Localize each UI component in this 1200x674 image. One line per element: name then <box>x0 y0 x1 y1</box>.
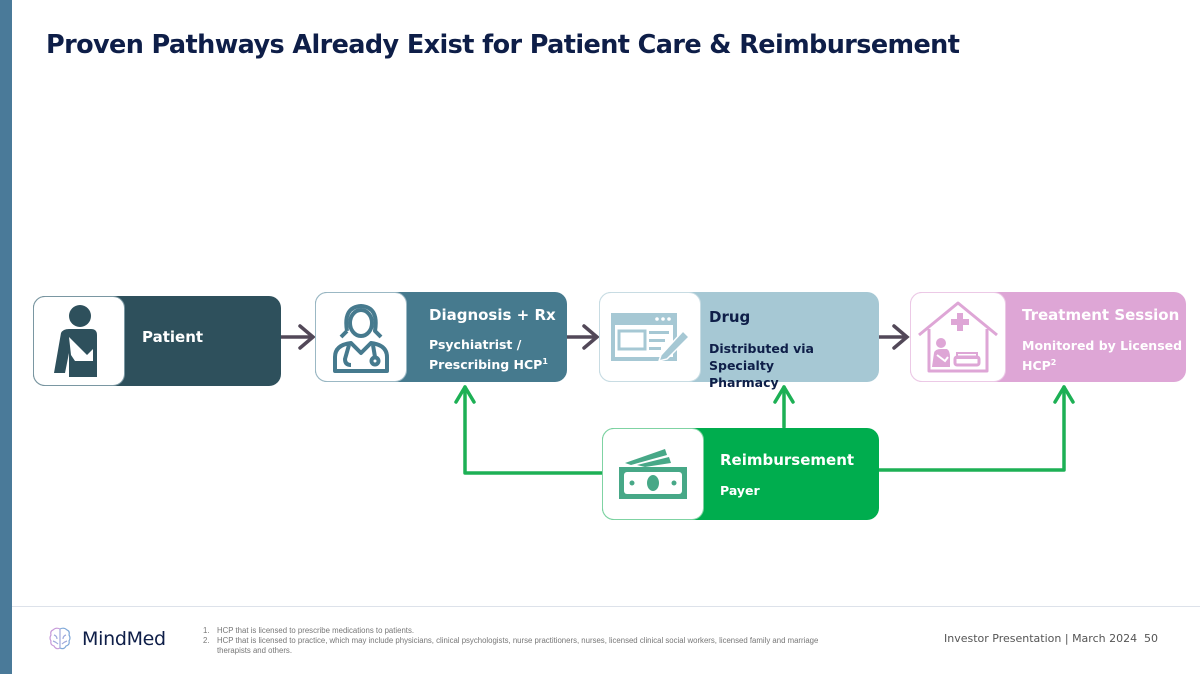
arrow-diagnosis-to-drug <box>565 324 600 350</box>
step-drug: Drug Distributed via Specialty Pharmacy <box>599 292 879 390</box>
step-patient: Patient <box>33 296 281 386</box>
patient-icon-tile <box>33 296 125 386</box>
footer-divider <box>12 606 1200 607</box>
accent-side-bar <box>0 0 12 674</box>
page-title: Proven Pathways Already Exist for Patien… <box>46 30 960 60</box>
treatment-subtitle: Monitored by Licensed HCP2 <box>1022 338 1183 374</box>
prescription-form-icon <box>611 313 691 363</box>
footnote-ref-2: 2 <box>1050 358 1057 367</box>
drug-heading: Drug <box>709 308 751 326</box>
mindmed-logo: MindMed <box>48 626 166 652</box>
step-diagnosis: Diagnosis + Rx Psychiatrist / Prescribin… <box>315 292 567 382</box>
page-number: 50 <box>1144 632 1158 645</box>
brand-name: MindMed <box>82 628 166 650</box>
doctor-stethoscope-icon <box>333 304 389 373</box>
arrow-reimb-to-treatment <box>877 385 1075 472</box>
diagnosis-subtitle: Psychiatrist / Prescribing HCP1 <box>429 337 548 373</box>
diagnosis-heading: Diagnosis + Rx <box>429 306 556 324</box>
arrow-drug-to-treatment <box>877 324 910 350</box>
patient-sling-icon <box>54 305 97 377</box>
arrow-patient-to-diagnosis <box>279 324 316 350</box>
footnote-ref-1: 1 <box>542 357 548 366</box>
arrow-reimb-to-drug <box>773 385 795 429</box>
reimbursement-heading: Reimbursement <box>720 451 855 469</box>
footnote-2: 2.HCP that is licensed to practice, whic… <box>203 636 819 655</box>
step-treatment: Treatment Session Monitored by Licensed … <box>910 292 1186 382</box>
arrow-reimb-to-diagnosis <box>454 385 604 475</box>
diagnosis-icon-tile <box>315 292 407 382</box>
treatment-heading: Treatment Session <box>1022 306 1180 324</box>
brain-logo-icon <box>49 627 71 650</box>
drug-icon-tile <box>599 292 701 382</box>
home-clinic-icon <box>918 301 998 373</box>
footnotes: 1.HCP that is licensed to prescribe medi… <box>203 626 843 656</box>
patient-heading: Patient <box>142 328 204 346</box>
footnote-1: 1.HCP that is licensed to prescribe medi… <box>203 626 415 635</box>
reimbursement-subtitle: Payer <box>720 483 760 498</box>
reimbursement-box: Reimbursement Payer <box>602 428 879 520</box>
presentation-label: Investor Presentation | March 2024 <box>944 632 1138 645</box>
reimbursement-icon-tile <box>602 428 704 520</box>
treatment-icon-tile <box>910 292 1006 382</box>
money-bills-icon <box>619 449 687 499</box>
drug-subtitle: Distributed via Specialty Pharmacy <box>709 341 814 390</box>
